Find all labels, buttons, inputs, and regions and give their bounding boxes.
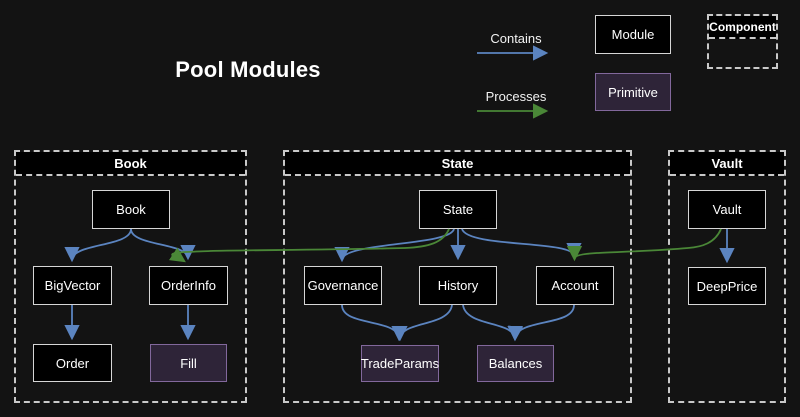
cluster-state: State (283, 150, 632, 403)
node-bigvector: BigVector (33, 266, 112, 305)
node-balances-label: Balances (488, 356, 543, 371)
node-balances: Balances (477, 345, 554, 382)
node-vault-label: Vault (712, 202, 742, 217)
cluster-book: Book (14, 150, 247, 403)
legend-contains-label: Contains (490, 31, 542, 46)
cluster-vault-title: Vault (670, 152, 784, 176)
node-orderinfo-label: OrderInfo (161, 278, 216, 293)
page-title: Pool Modules (175, 57, 321, 82)
node-fill: Fill (150, 344, 227, 382)
cluster-book-title: Book (16, 152, 245, 176)
node-deepprice-label: DeepPrice (696, 278, 758, 294)
node-order: Order (33, 344, 112, 382)
legend-component-box: Component (707, 14, 778, 69)
node-state: State (419, 190, 497, 229)
legend-module-box: Module (595, 15, 671, 54)
node-account-label: Account (551, 278, 599, 293)
legend-primitive-box: Primitive (595, 73, 671, 111)
node-bigvector-label: BigVector (44, 278, 101, 293)
cluster-state-title: State (285, 152, 630, 176)
node-tradeparams: TradeParams (361, 345, 439, 382)
node-tradeparams-label: TradeParams (360, 356, 440, 371)
node-book: Book (92, 190, 170, 229)
legend-processes-label: Processes (485, 89, 547, 104)
node-governance: Governance (304, 266, 382, 305)
node-orderinfo: OrderInfo (149, 266, 228, 305)
node-fill-label: Fill (180, 355, 197, 371)
node-book-label: Book (116, 202, 146, 217)
legend-primitive-label: Primitive (608, 84, 658, 100)
node-state-label: State (442, 202, 474, 217)
node-history: History (419, 266, 497, 305)
legend-component-label: Component (709, 16, 776, 39)
legend-module-label: Module (611, 27, 655, 42)
node-governance-label: Governance (307, 278, 379, 293)
node-deepprice: DeepPrice (688, 267, 766, 305)
node-account: Account (536, 266, 614, 305)
node-history-label: History (437, 278, 479, 293)
node-vault: Vault (688, 190, 766, 229)
node-order-label: Order (55, 355, 90, 371)
cluster-vault: Vault (668, 150, 786, 403)
